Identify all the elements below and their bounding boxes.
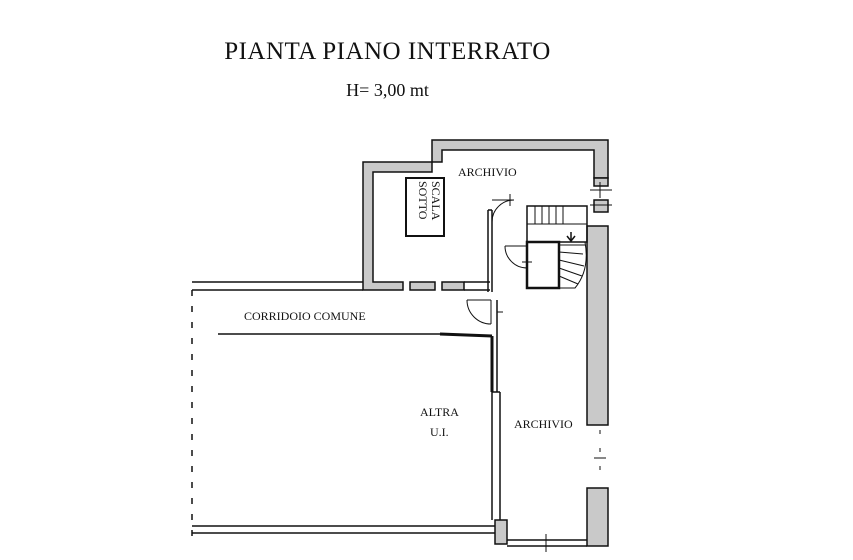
altra-label: ALTRA [420,405,459,419]
archivio-main-label: ARCHIVIO [514,417,573,431]
scala-label: SCALA [429,181,443,221]
right-exterior-wall [431,139,609,547]
staircase [525,205,588,290]
door-corridor [466,299,503,325]
corridor-area [191,281,508,546]
bottom-wall [192,525,587,552]
ui-label: U.I. [430,425,449,439]
plan-title: PIANTA PIANO INTERRATO [224,38,551,65]
height-note: H= 3,00 mt [346,80,429,100]
door-stair [504,245,532,269]
archivio-top-walls [487,209,493,292]
door-archivio-top [491,194,515,223]
sotto-label: SOTTO [416,181,430,220]
archivio-top-label: ARCHIVIO [458,165,517,179]
corridoio-label: CORRIDOIO COMUNE [244,309,366,323]
sotto-scala-room: SOTTO SCALA [362,161,465,291]
right-openings [590,182,612,484]
